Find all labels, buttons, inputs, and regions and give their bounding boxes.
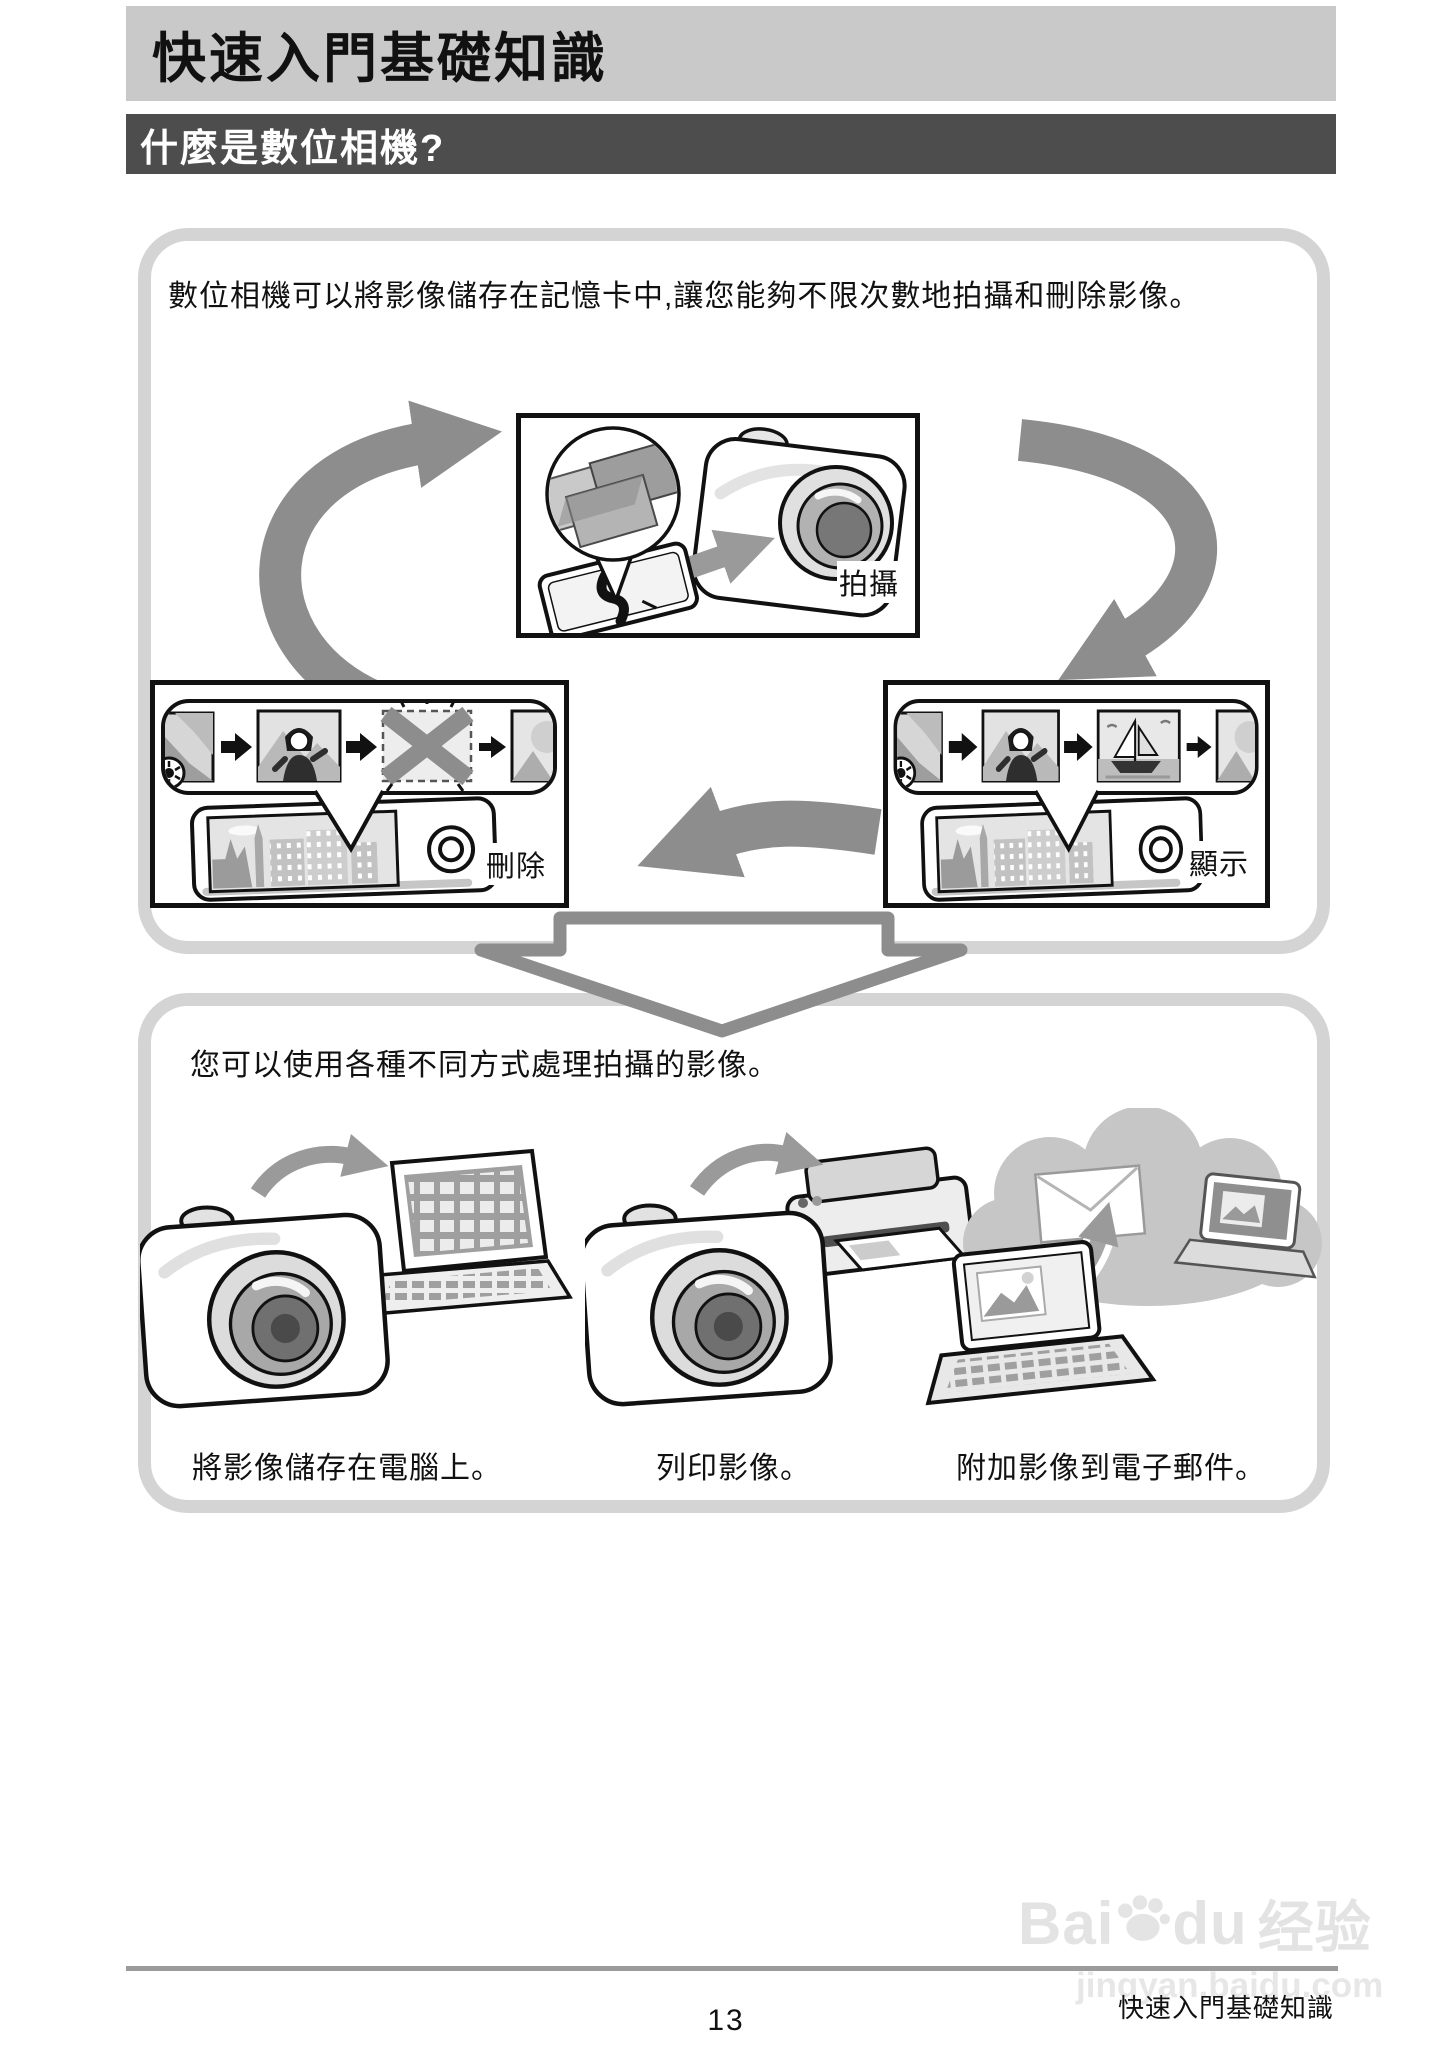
photo-stack-icon	[549, 439, 677, 549]
footer-section-label: 快速入門基礎知識	[1117, 1993, 1334, 2023]
page-number: 13	[707, 2004, 745, 2037]
cycle-description: 數位相機可以將影像儲存在記憶卡中,讓您能夠不限次數地拍攝和刪除影像。	[168, 280, 1201, 313]
filmstrip-delete-icon	[161, 699, 557, 902]
screen-pointer	[1033, 789, 1100, 853]
film-arrow-icon	[346, 733, 377, 761]
insert-arrow-icon	[685, 529, 775, 584]
watermark-brand-suffix: 经验	[1257, 1896, 1372, 1959]
filmstrip-display-icon	[893, 699, 1259, 902]
shoot-label: 拍攝	[836, 561, 901, 603]
small-laptop-icon	[1173, 1172, 1317, 1279]
display-step-frame: 顯示	[883, 680, 1270, 908]
deleted-frame-x-icon	[380, 703, 474, 791]
delete-label: 刪除	[483, 843, 548, 885]
film-arrow-icon	[948, 733, 978, 761]
sailboat-frame-icon	[1096, 709, 1181, 783]
camera-front-icon	[140, 1207, 390, 1408]
film-arrow-icon	[479, 736, 506, 758]
shoot-step-frame: 拍攝	[516, 413, 920, 638]
film-arrow-icon	[1186, 736, 1212, 758]
chapter-title: 快速入門基礎知識	[152, 29, 608, 89]
screen-pointer	[313, 789, 385, 853]
watermark-url: jingyan.baidu.com	[1076, 1966, 1384, 2005]
printer-icon	[785, 1146, 976, 1279]
film-frame	[510, 709, 553, 783]
laptop-icon	[359, 1148, 573, 1318]
film-frame-portrait	[981, 709, 1060, 783]
print-arrow-icon	[689, 1131, 824, 1197]
film-arrow-icon	[221, 733, 252, 761]
chapter-title-bar: 快速入門基礎知識	[126, 6, 1336, 101]
baidu-paw-icon	[1118, 1894, 1171, 1941]
film-frame-portrait	[256, 709, 342, 783]
film-arrow-icon	[1064, 733, 1093, 761]
delete-step-frame: 刪除	[150, 680, 569, 908]
email-caption: 附加影像到電子郵件。	[956, 1452, 1266, 1485]
section-title-bar: 什麼是數位相機?	[126, 114, 1336, 174]
display-label: 顯示	[1186, 841, 1251, 883]
save-caption: 將影像儲存在電腦上。	[192, 1452, 502, 1485]
watermark-brand-right: du	[1172, 1890, 1248, 1957]
section-title: 什麼是數位相機?	[140, 127, 446, 170]
camera-front-icon	[585, 1205, 833, 1406]
transfer-arrow-icon	[250, 1133, 389, 1198]
big-laptop-icon	[925, 1240, 1157, 1406]
camera-to-printer-icon	[585, 1131, 976, 1425]
print-caption: 列印影像。	[656, 1452, 811, 1485]
usage-description: 您可以使用各種不同方式處理拍攝的影像。	[190, 1049, 779, 1082]
email-cloud-icon	[925, 1108, 1322, 1406]
camera-to-computer-icon	[140, 1133, 573, 1425]
baidu-watermark: Bai du 经验 jingyan.baidu.com	[1018, 1883, 1383, 2006]
footer-divider	[126, 1966, 1338, 1971]
city-photo	[212, 824, 379, 889]
watermark-brand-left: Bai	[1018, 1890, 1115, 1957]
city-photo	[940, 824, 1094, 889]
envelope-icon	[1033, 1164, 1147, 1244]
watermark-brand: Bai du 经验	[1018, 1883, 1383, 1964]
